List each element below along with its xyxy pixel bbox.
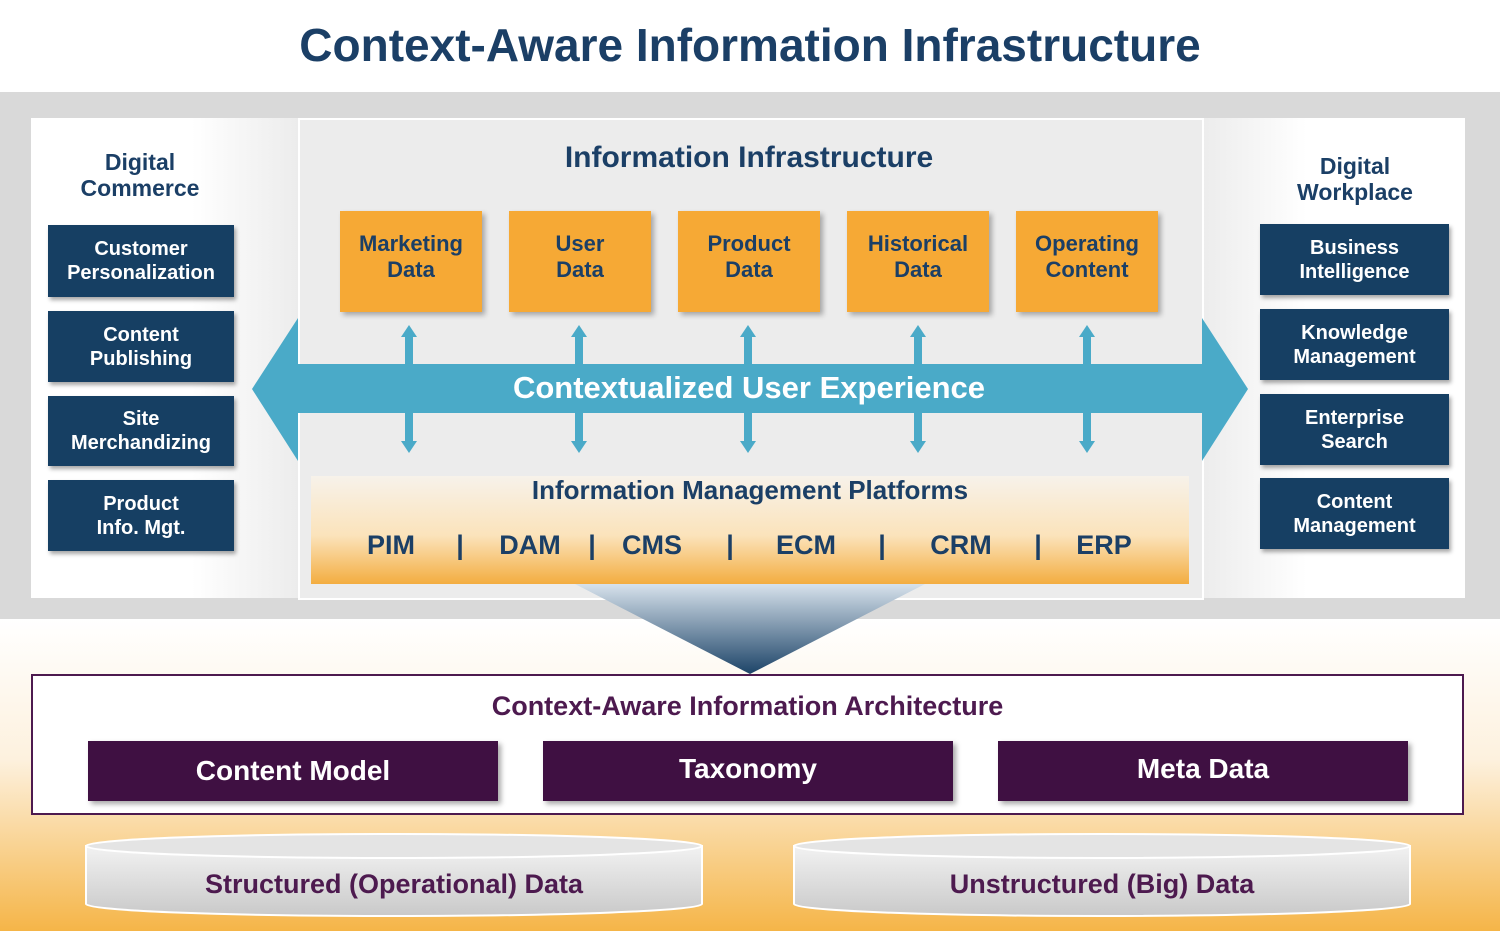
digital-commerce-heading: Digital Commerce: [80, 149, 200, 201]
platform-erp: ERP: [1076, 530, 1132, 560]
database-cylinder-icon: [793, 833, 1411, 917]
content-model-box: Content Model: [88, 741, 498, 801]
unstructured-data-store: Unstructured (Big) Data: [792, 832, 1412, 918]
structured-data-label: Structured (Operational) Data: [204, 868, 584, 899]
contextualized-experience-label: Contextualized User Experience: [512, 370, 986, 405]
platform-separator: |: [588, 530, 596, 560]
contextualized-experience-arrow: [252, 318, 1248, 461]
architecture-heading: Context-Aware Information Architecture: [491, 691, 1004, 721]
management-platforms-band: [311, 476, 1189, 584]
page-title: Context-Aware Information Infrastructure: [299, 19, 1201, 71]
connector-arrow-user: [571, 325, 587, 453]
connector-arrow-marketing: [401, 325, 417, 453]
unstructured-data-label: Unstructured (Big) Data: [949, 868, 1255, 899]
platform-cms: CMS: [622, 530, 682, 560]
vertical-connector-arrows: [401, 325, 1095, 453]
digital-workplace-heading: Digital Workplace: [1297, 153, 1413, 205]
platform-separator: |: [456, 530, 464, 560]
platform-dam: DAM: [499, 530, 561, 560]
platform-separator: |: [726, 530, 734, 560]
connector-arrow-historical: [910, 325, 926, 453]
platform-ecm: ECM: [776, 530, 836, 560]
meta-data-box: Meta Data: [998, 741, 1408, 801]
platform-separator: |: [1034, 530, 1042, 560]
platform-crm: CRM: [930, 530, 992, 560]
platform-separator: |: [878, 530, 886, 560]
connector-arrow-product: [740, 325, 756, 453]
connector-arrow-operating: [1079, 325, 1095, 453]
management-platforms-heading: Information Management Platforms: [531, 475, 969, 505]
taxonomy-box: Taxonomy: [543, 741, 953, 801]
funnel-connector: [575, 584, 925, 674]
information-infrastructure-heading: Information Infrastructure: [564, 141, 934, 174]
structured-data-store: Structured (Operational) Data: [84, 832, 704, 918]
database-cylinder-icon: [85, 833, 703, 917]
platform-pim: PIM: [366, 530, 415, 560]
